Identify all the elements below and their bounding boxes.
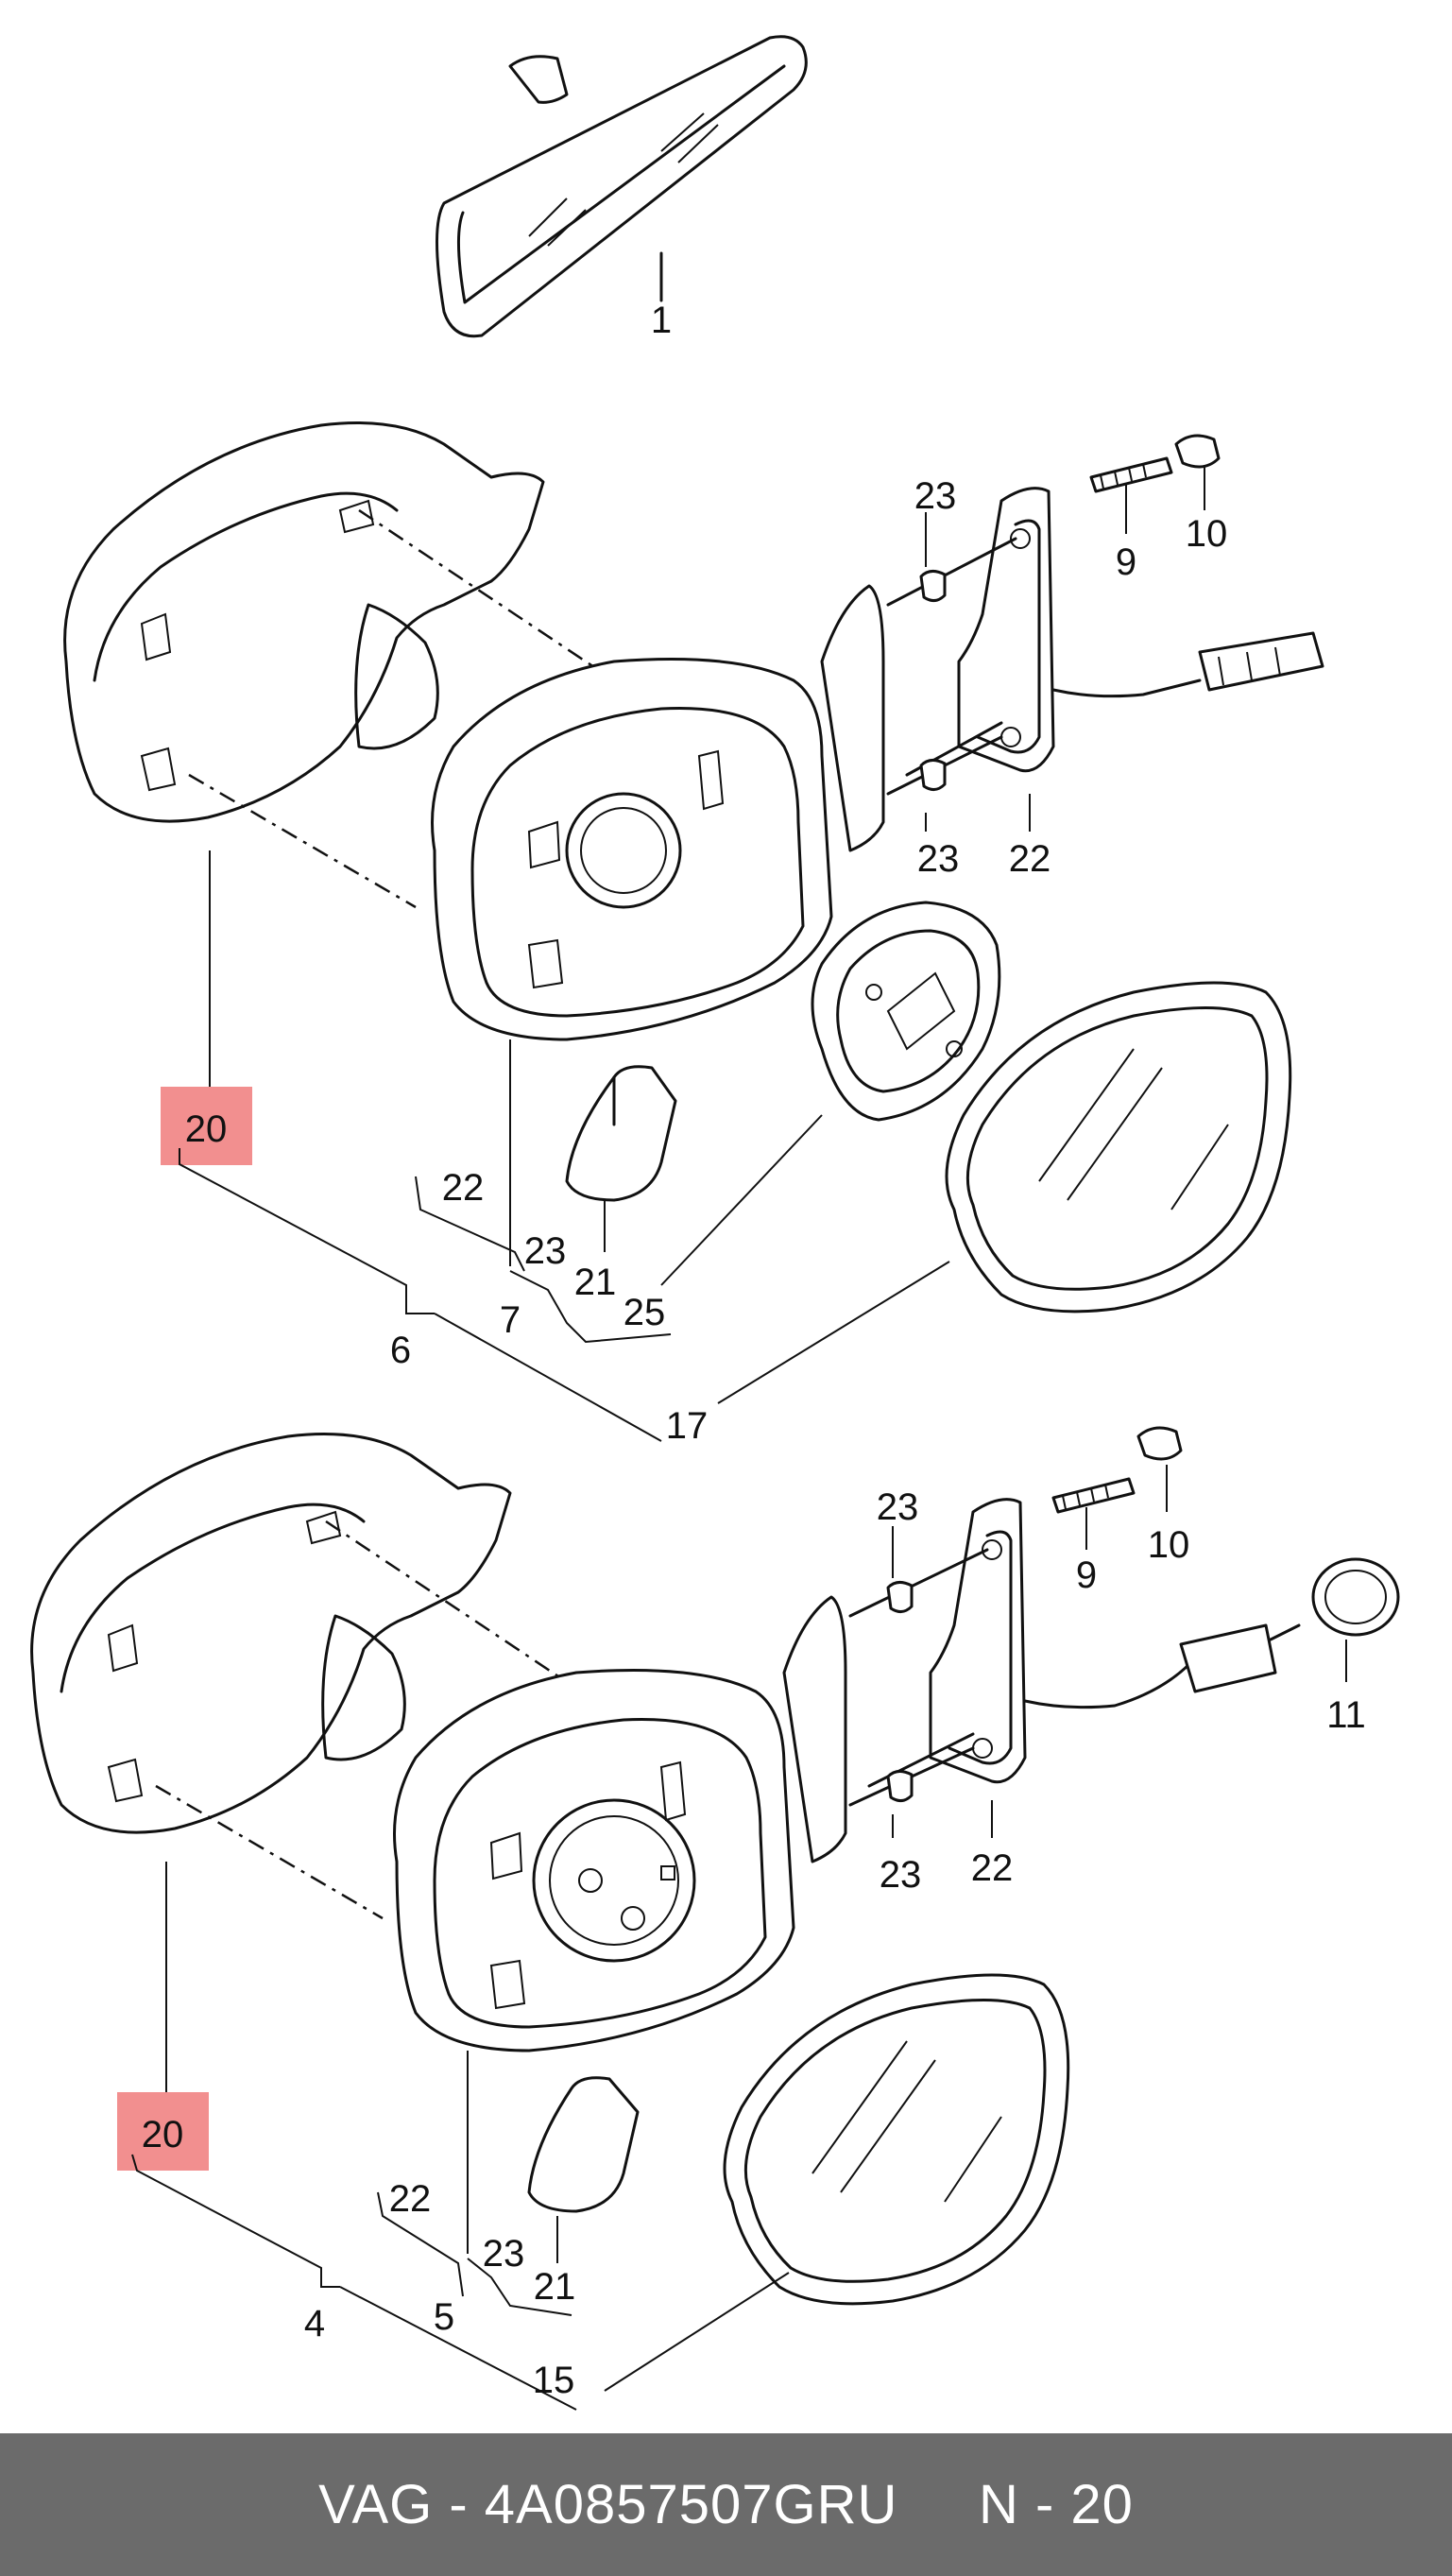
label-part-17: 17 bbox=[666, 1405, 709, 1447]
lower-mirror-base-frame bbox=[393, 1595, 847, 2052]
label-part-25: 25 bbox=[624, 1292, 666, 1333]
guide-line bbox=[358, 508, 615, 682]
label-part-15: 15 bbox=[533, 2360, 575, 2401]
label-part-21: 21 bbox=[534, 2266, 576, 2308]
guide-line bbox=[325, 1520, 582, 1693]
lower-cover-cap bbox=[527, 2076, 640, 2213]
guide-line bbox=[155, 1784, 384, 1920]
interior-mirror bbox=[436, 35, 808, 338]
upper-mounting-bracket bbox=[886, 434, 1324, 796]
label-part-20: 20 bbox=[185, 1108, 228, 1150]
upper-adjuster-motor bbox=[811, 901, 1001, 1122]
part-number-footer: VAG - 4A0857507GRU N - 20 bbox=[0, 2433, 1452, 2576]
upper-mirror-housing-cover bbox=[63, 421, 545, 823]
label-part-23: 23 bbox=[524, 1230, 567, 1272]
label-part-6: 6 bbox=[390, 1330, 411, 1371]
part-number-text: VAG - 4A0857507GRU N - 20 bbox=[318, 2474, 1134, 2535]
upper-mirror-base-frame bbox=[431, 584, 885, 1041]
label-part-4: 4 bbox=[304, 2303, 325, 2344]
guide-line bbox=[188, 773, 417, 909]
label-part-22: 22 bbox=[1009, 838, 1051, 880]
label-part-23: 23 bbox=[483, 2233, 525, 2275]
label-part-23: 23 bbox=[917, 838, 960, 880]
label-part-23: 23 bbox=[914, 475, 957, 517]
upper-leader-lines bbox=[179, 465, 1205, 1442]
label-part-11: 11 bbox=[1326, 1694, 1366, 1736]
label-part-23: 23 bbox=[877, 1486, 919, 1528]
label-part-9: 9 bbox=[1116, 541, 1136, 583]
upper-cover-cap bbox=[565, 1065, 677, 1202]
upper-mirror-glass bbox=[945, 981, 1292, 1314]
part-labels: 1 9 10 23 23 22 20 22 23 21 25 7 6 17 23… bbox=[142, 300, 1366, 2401]
label-part-10: 10 bbox=[1186, 513, 1228, 555]
highlight-part-20 bbox=[161, 1087, 252, 1165]
lower-leader-lines bbox=[131, 1465, 1347, 2411]
label-part-9: 9 bbox=[1076, 1554, 1097, 1596]
exploded-view-drawing: 1 9 10 23 23 22 20 22 23 21 25 7 6 17 23… bbox=[30, 35, 1400, 2411]
label-part-22: 22 bbox=[389, 2178, 432, 2220]
label-part-23: 23 bbox=[880, 1854, 922, 1896]
label-part-20: 20 bbox=[142, 2114, 184, 2155]
parts-diagram: 1 9 10 23 23 22 20 22 23 21 25 7 6 17 23… bbox=[30, 35, 1400, 2411]
label-part-1: 1 bbox=[651, 300, 672, 341]
lower-mirror-glass bbox=[723, 1973, 1070, 2306]
label-part-22: 22 bbox=[971, 1847, 1014, 1889]
label-part-22: 22 bbox=[442, 1167, 485, 1209]
label-part-5: 5 bbox=[434, 2296, 454, 2338]
label-part-21: 21 bbox=[574, 1262, 617, 1303]
lower-mirror-housing-cover bbox=[30, 1433, 512, 1834]
label-part-7: 7 bbox=[500, 1299, 521, 1341]
label-part-10: 10 bbox=[1148, 1524, 1190, 1566]
lower-mounting-bracket bbox=[848, 1426, 1400, 1807]
